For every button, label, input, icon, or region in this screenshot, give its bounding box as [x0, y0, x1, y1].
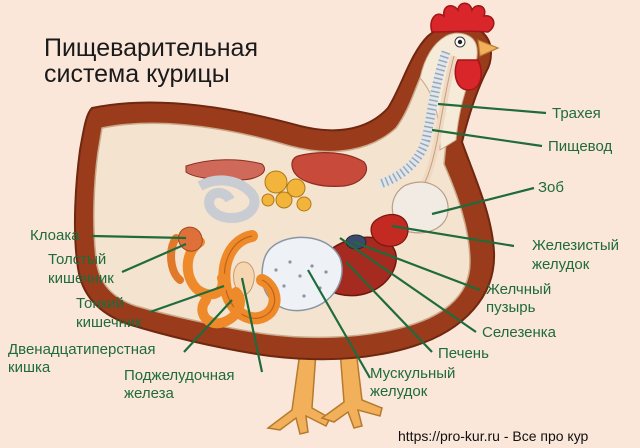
label-trachea: Трахея	[552, 105, 601, 122]
label-duodenum-2: кишка	[8, 359, 51, 376]
leader-crop	[431, 186, 535, 216]
kidney	[185, 159, 265, 181]
leader-gizzard	[307, 269, 371, 379]
label-duodenum-1: Двенадцатиперстная	[8, 341, 155, 358]
gizzard-texture	[274, 260, 328, 298]
large-intestine	[167, 234, 184, 284]
label-small-intestine-1: Тонкий	[76, 295, 124, 312]
comb	[430, 2, 495, 33]
label-pancreas-2: железа	[124, 385, 175, 402]
label-small-intestine-2: кишечник	[76, 314, 142, 331]
label-cloaca: Клоака	[30, 227, 80, 244]
pancreas	[233, 261, 255, 296]
small-intestine	[182, 237, 245, 329]
leader-gallbladder	[353, 240, 481, 292]
leader-trachea	[437, 102, 547, 115]
label-gizzard-1: Мускульный	[370, 365, 455, 382]
proventriculus	[370, 213, 409, 247]
wattle	[454, 59, 482, 91]
leader-cloaca	[91, 234, 187, 240]
title-line-1: Пищеварительная	[44, 34, 258, 62]
label-gallbladder-2: пузырь	[486, 299, 536, 316]
legs	[266, 349, 383, 435]
label-crop: Зоб	[538, 179, 564, 196]
leader-esophagus	[431, 128, 543, 148]
leader-lines	[91, 102, 547, 379]
site-credit: https://pro-kur.ru - Все про кур	[398, 428, 589, 444]
leader-large-intestine	[121, 242, 187, 274]
ovary-cluster	[261, 170, 312, 212]
label-pancreas-1: Поджелудочная	[124, 367, 235, 384]
oviduct	[197, 175, 260, 224]
title-line-2: система курицы	[44, 60, 230, 88]
label-proventriculus-2: желудок	[532, 256, 590, 273]
lung	[291, 152, 368, 187]
crop	[391, 181, 449, 234]
leader-proventriculus	[391, 224, 515, 248]
beak	[477, 39, 500, 57]
label-spleen: Селезенка	[482, 324, 557, 341]
label-gallbladder-1: Желчный	[486, 281, 551, 298]
label-gizzard-2: желудок	[370, 383, 428, 400]
label-large-intestine-1: Толстый	[48, 251, 106, 268]
leader-pancreas	[240, 277, 264, 373]
leader-spleen	[339, 237, 477, 333]
leader-small-intestine	[149, 284, 225, 314]
label-large-intestine-2: кишечник	[48, 270, 114, 287]
cloaca	[178, 226, 203, 252]
leader-liver	[345, 261, 433, 353]
leader-duodenum	[183, 299, 233, 353]
label-liver: Печень	[438, 345, 489, 362]
label-proventriculus-1: Железистый	[532, 237, 619, 254]
label-esophagus: Пищевод	[548, 138, 612, 155]
